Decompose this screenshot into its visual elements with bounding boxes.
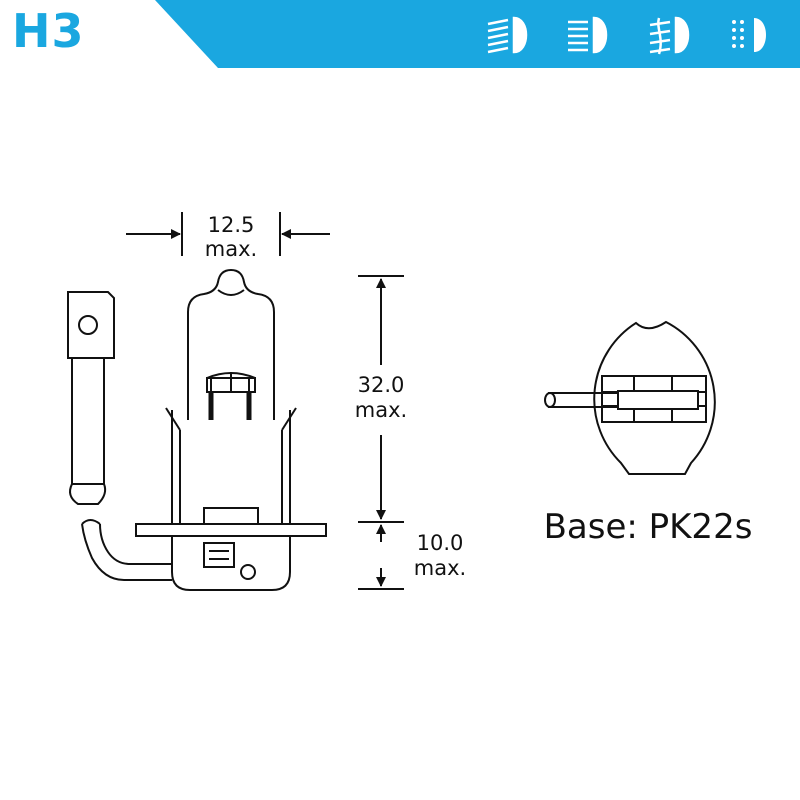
height-dimension	[358, 275, 404, 523]
led-light-icon	[732, 18, 766, 52]
low-beam-icon	[487, 16, 528, 54]
high-beam-icon	[568, 16, 608, 54]
height-value: 32.0	[358, 373, 405, 397]
base-height-dimension	[358, 524, 404, 590]
width-value: 12.5	[208, 213, 255, 237]
width-dimension	[126, 212, 330, 256]
base-height-unit: max.	[414, 556, 466, 580]
width-unit: max.	[205, 237, 257, 261]
fog-light-icon	[649, 16, 690, 55]
base-height-value: 10.0	[417, 531, 464, 555]
header-banner	[155, 0, 800, 68]
base-end-view	[544, 320, 716, 475]
base-label: Base: PK22s	[544, 507, 753, 547]
height-unit: max.	[355, 398, 407, 422]
bulb-side-view	[67, 268, 327, 591]
bulb-type-title: H3	[12, 4, 85, 58]
